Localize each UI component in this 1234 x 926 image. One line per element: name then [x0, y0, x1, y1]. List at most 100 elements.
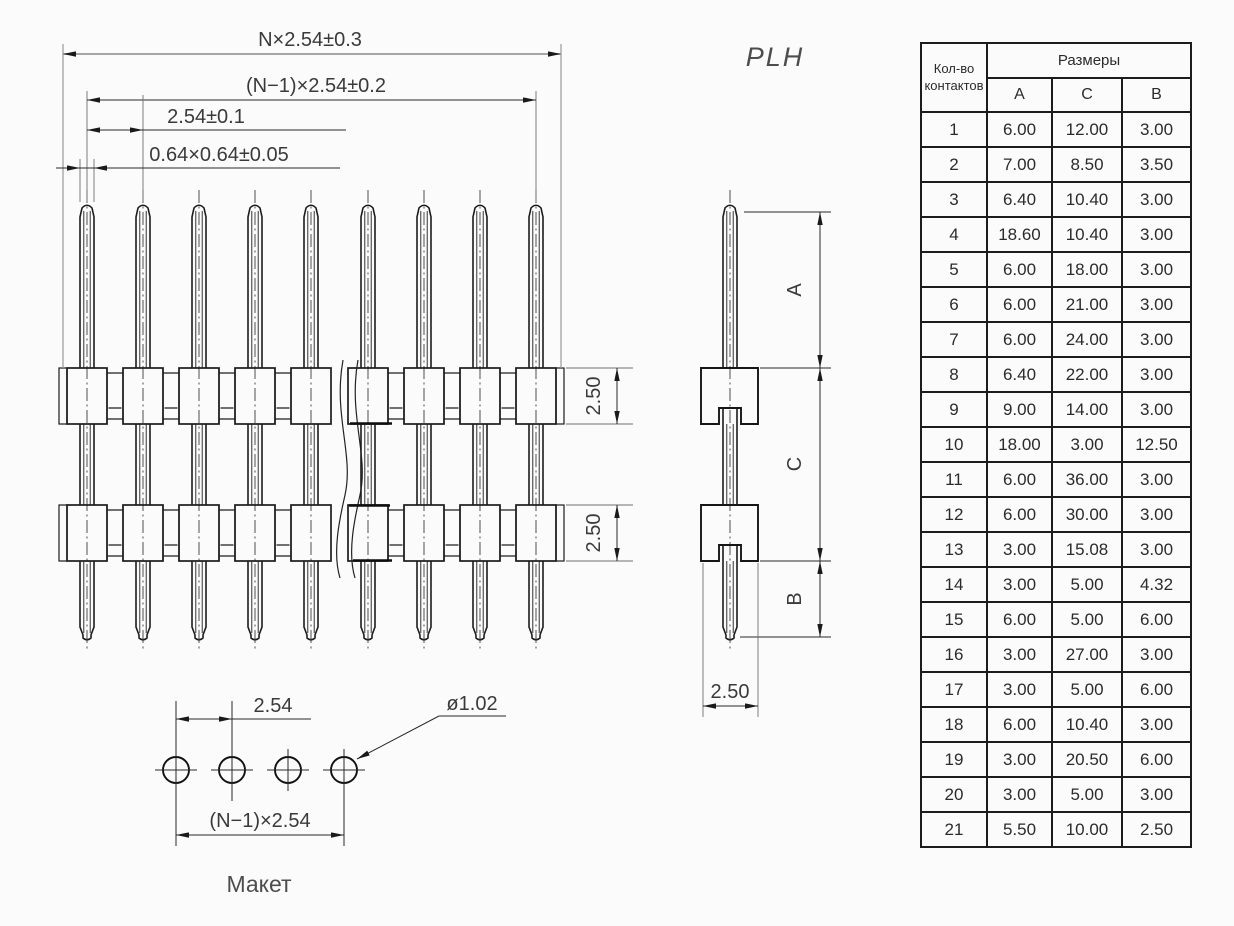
dimension-value-cell: 24.00: [1051, 321, 1123, 358]
dimension-value-cell: 12.50: [1121, 426, 1192, 463]
column-b-header: B: [1121, 77, 1192, 113]
dimension-value-cell: 6.40: [986, 181, 1053, 218]
dimension-value-cell: 30.00: [1051, 496, 1123, 533]
dimension-value-cell: 18.60: [986, 216, 1053, 253]
dim-c-label: C: [784, 457, 806, 471]
front-dimensions: N×2.54±0.3 (N−1)×2.54±0.2 2.54±0.1 0.64×…: [56, 29, 633, 562]
dimension-value-cell: 10.00: [1051, 811, 1123, 848]
dim-hole-span-label: (N−1)×2.54: [209, 810, 310, 832]
contacts-count-cell: 7: [920, 321, 988, 358]
contacts-count-cell: 17: [920, 671, 988, 708]
dimension-value-cell: 3.00: [986, 741, 1053, 778]
dim-total-label: N×2.54±0.3: [258, 29, 362, 51]
dimension-value-cell: 7.00: [986, 146, 1053, 183]
dimension-value-cell: 6.00: [986, 251, 1053, 288]
dimension-value-cell: 6.00: [986, 461, 1053, 498]
dimension-value-cell: 12.00: [1051, 111, 1123, 148]
contacts-count-cell: 18: [920, 706, 988, 743]
dim-width-label: 2.50: [711, 681, 750, 703]
dimension-value-cell: 3.00: [1121, 181, 1192, 218]
dimension-value-cell: 3.00: [986, 776, 1053, 813]
dimension-value-cell: 6.00: [986, 111, 1053, 148]
contacts-header: Кол-во контактов: [920, 42, 988, 113]
contacts-count-cell: 2: [920, 146, 988, 183]
dimension-value-cell: 3.00: [986, 566, 1053, 603]
insulator-row-2: [58, 504, 565, 562]
side-dimensions: A C B 2.50: [702, 211, 831, 717]
dimension-value-cell: 3.50: [1121, 146, 1192, 183]
contacts-count-cell: 5: [920, 251, 988, 288]
dimension-value-cell: 22.00: [1051, 356, 1123, 393]
sizes-header: Размеры: [986, 42, 1192, 79]
contacts-count-cell: 1: [920, 111, 988, 148]
dimension-value-cell: 3.00: [986, 636, 1053, 673]
dimension-value-cell: 5.00: [1051, 601, 1123, 638]
dimension-value-cell: 6.00: [986, 496, 1053, 533]
dimension-value-cell: 5.50: [986, 811, 1053, 848]
table-header-row-2: A C B: [921, 77, 1192, 113]
side-view: PLH A C B 2.50: [700, 42, 831, 717]
contacts-count-cell: 9: [920, 391, 988, 428]
table-header-row-1: Кол-во контактов Размеры: [920, 42, 1192, 113]
dimension-value-cell: 15.08: [1051, 531, 1123, 568]
dimension-value-cell: 6.00: [986, 601, 1053, 638]
dimension-value-cell: 3.00: [1121, 391, 1192, 428]
column-a-header: A: [986, 77, 1053, 113]
contacts-count-cell: 21: [920, 811, 988, 848]
pin-row: [79, 189, 544, 653]
dimension-value-cell: 3.00: [1121, 531, 1192, 568]
dimension-value-cell: 14.00: [1051, 391, 1123, 428]
dimension-value-cell: 18.00: [1051, 251, 1123, 288]
contacts-count-cell: 6: [920, 286, 988, 323]
dim-span-label: (N−1)×2.54±0.2: [246, 75, 386, 97]
layout-caption: Макет: [226, 871, 292, 897]
dimension-value-cell: 3.00: [1121, 356, 1192, 393]
dim-a-label: A: [784, 283, 806, 297]
dimension-value-cell: 3.00: [1121, 111, 1192, 148]
dimension-value-cell: 6.00: [986, 321, 1053, 358]
layout-dimensions: 2.54 (N−1)×2.54 ø1.02: [176, 693, 506, 838]
contacts-count-cell: 4: [920, 216, 988, 253]
dimension-value-cell: 3.00: [1121, 776, 1192, 813]
insulator-row-1: [58, 367, 565, 425]
dimension-value-cell: 10.40: [1051, 216, 1123, 253]
side-insulator-blocks: [700, 367, 759, 562]
dim-hole-diameter-label: ø1.02: [446, 693, 497, 715]
contacts-count-cell: 19: [920, 741, 988, 778]
dimension-value-cell: 3.00: [1121, 286, 1192, 323]
dim-pitch-label: 2.54±0.1: [167, 106, 245, 128]
dimension-value-cell: 5.00: [1051, 566, 1123, 603]
dimension-value-cell: 3.00: [1051, 426, 1123, 463]
dimension-value-cell: 3.00: [986, 671, 1053, 708]
dimension-value-cell: 3.00: [1121, 706, 1192, 743]
dimension-value-cell: 3.00: [1121, 496, 1192, 533]
contacts-count-cell: 12: [920, 496, 988, 533]
dimension-value-cell: 6.00: [1121, 671, 1192, 708]
contacts-count-cell: 15: [920, 601, 988, 638]
layout-view: 2.54 (N−1)×2.54 ø1.02 Макет: [155, 693, 506, 897]
dimension-value-cell: 3.00: [1121, 461, 1192, 498]
dimension-value-cell: 27.00: [1051, 636, 1123, 673]
dimension-value-cell: 20.50: [1051, 741, 1123, 778]
